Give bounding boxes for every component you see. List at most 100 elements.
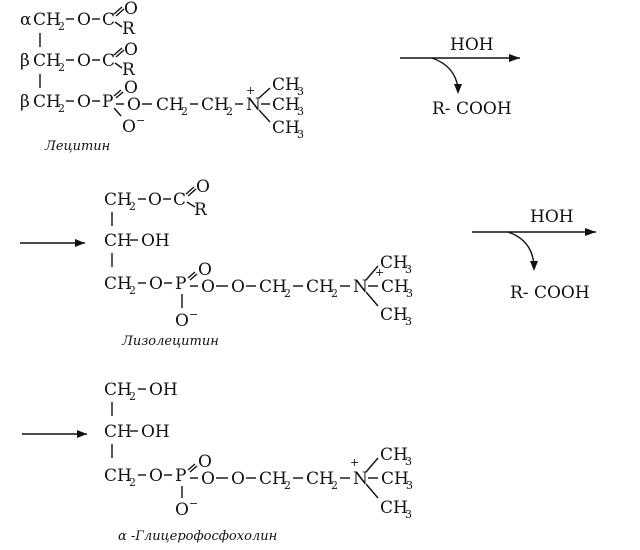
arrowhead-icon	[454, 84, 462, 94]
subscript-2: 2	[129, 284, 136, 297]
phosphate-oxygen-text: O	[198, 260, 212, 280]
bond	[113, 107, 122, 117]
carbonyl-oxygen-text: O	[124, 0, 138, 19]
glycerophosphocholine-structure: CH 2 OH CH OH CH 2 O P O O O − O CH 2 CH…	[22, 380, 413, 544]
double-bond	[189, 465, 198, 473]
ch2-text: CH	[259, 469, 287, 489]
curved-arrow	[507, 231, 535, 266]
reagent-hoh: HOH	[530, 207, 574, 227]
r-group-text: R	[122, 19, 136, 39]
oxygen-text: O	[149, 466, 163, 486]
arrowhead-icon	[509, 54, 520, 62]
ch2-text: CH	[306, 277, 334, 297]
lecithin-label: Лецитин	[44, 139, 110, 154]
oxygen-text: O	[127, 95, 141, 115]
arrowhead-icon	[75, 239, 85, 247]
subscript-2: 2	[129, 390, 136, 403]
oxygen-text: O	[231, 469, 245, 489]
ch2-text: CH	[104, 274, 132, 294]
subscript-3: 3	[405, 315, 412, 328]
minus-charge: −	[189, 497, 198, 510]
subscript-2: 2	[331, 287, 338, 300]
nitrogen-text: N	[353, 469, 368, 489]
product-acid: R- COOH	[432, 99, 512, 119]
ch2-text: CH	[104, 190, 132, 210]
carbonyl-oxygen-text: O	[196, 177, 210, 197]
double-bond	[115, 91, 124, 99]
nitrogen-text: N	[353, 277, 368, 297]
minus-charge: −	[189, 308, 198, 321]
carbon-text: C	[102, 51, 115, 71]
ch3-text: CH	[381, 277, 409, 297]
double-bond	[113, 6, 123, 15]
plus-charge: +	[246, 84, 255, 97]
arrowhead-icon	[77, 430, 87, 438]
ch2-text: CH	[259, 277, 287, 297]
subscript-2: 2	[284, 287, 291, 300]
double-bond	[189, 273, 198, 281]
double-bond	[185, 186, 195, 195]
subscript-2: 2	[226, 105, 233, 118]
lecithin-structure: α CH 2 O C O R β CH 2 O C O R β CH 2 O P	[20, 0, 304, 154]
double-bond	[187, 463, 196, 471]
bond	[114, 62, 123, 69]
oxygen-text: O	[149, 274, 163, 294]
hydroxyl-text: OH	[149, 380, 178, 400]
ch-text: CH	[104, 231, 132, 251]
bond	[365, 265, 379, 281]
arrowhead-icon	[585, 228, 596, 236]
oxygen-text: O	[77, 51, 91, 71]
phosphate-oxygen-text: O	[124, 78, 138, 98]
r-group-text: R	[194, 200, 208, 220]
hydrolysis-step-1: HOH R- COOH	[400, 35, 520, 119]
bond	[365, 483, 379, 499]
subscript-3: 3	[297, 85, 304, 98]
bond	[186, 201, 196, 208]
carbon-text: C	[173, 190, 186, 210]
bond	[258, 87, 271, 99]
subscript-2: 2	[58, 102, 65, 115]
subscript-2: 2	[129, 200, 136, 213]
phosphorus-text: P	[175, 466, 186, 486]
ch2-text: CH	[33, 10, 61, 30]
double-bond	[113, 47, 123, 56]
subscript-2: 2	[181, 105, 188, 118]
plus-charge: +	[375, 266, 384, 279]
oxide-oxygen-text: O	[175, 311, 189, 331]
lysolecithin-structure: CH 2 O C O R CH OH CH 2 O P O O O − O	[20, 177, 413, 349]
ch3-text: CH	[380, 445, 408, 465]
subscript-3: 3	[405, 508, 412, 521]
hydroxyl-text: OH	[141, 231, 170, 251]
ch2-text: CH	[156, 95, 184, 115]
bond	[258, 109, 271, 123]
ch2-text: CH	[306, 469, 334, 489]
oxygen-text: O	[201, 277, 215, 297]
oxygen-text: O	[231, 277, 245, 297]
ch-text: CH	[104, 422, 132, 442]
carbonyl-oxygen-text: O	[124, 40, 138, 60]
subscript-2: 2	[331, 479, 338, 492]
ch2-text: CH	[104, 466, 132, 486]
carbon-text: C	[102, 10, 115, 30]
subscript-3: 3	[297, 105, 304, 118]
beta-prefix: β	[20, 92, 30, 112]
hydrolysis-step-2: HOH R- COOH	[472, 207, 596, 303]
ch3-text: CH	[272, 75, 300, 95]
subscript-3: 3	[406, 287, 413, 300]
subscript-2: 2	[284, 479, 291, 492]
phosphate-oxygen-text: O	[198, 452, 212, 472]
double-bond	[115, 49, 125, 58]
minus-charge: −	[136, 114, 145, 127]
reagent-hoh: HOH	[450, 35, 494, 55]
phosphorus-text: P	[102, 92, 113, 112]
bond	[114, 21, 123, 28]
ch2-text: CH	[104, 380, 132, 400]
product-acid: R- COOH	[510, 283, 590, 303]
ch3-text: CH	[380, 305, 408, 325]
bond	[365, 457, 379, 473]
ch2-text: CH	[33, 92, 61, 112]
curved-arrow	[431, 57, 459, 89]
ch3-text: CH	[272, 95, 300, 115]
oxygen-text: O	[77, 92, 91, 112]
